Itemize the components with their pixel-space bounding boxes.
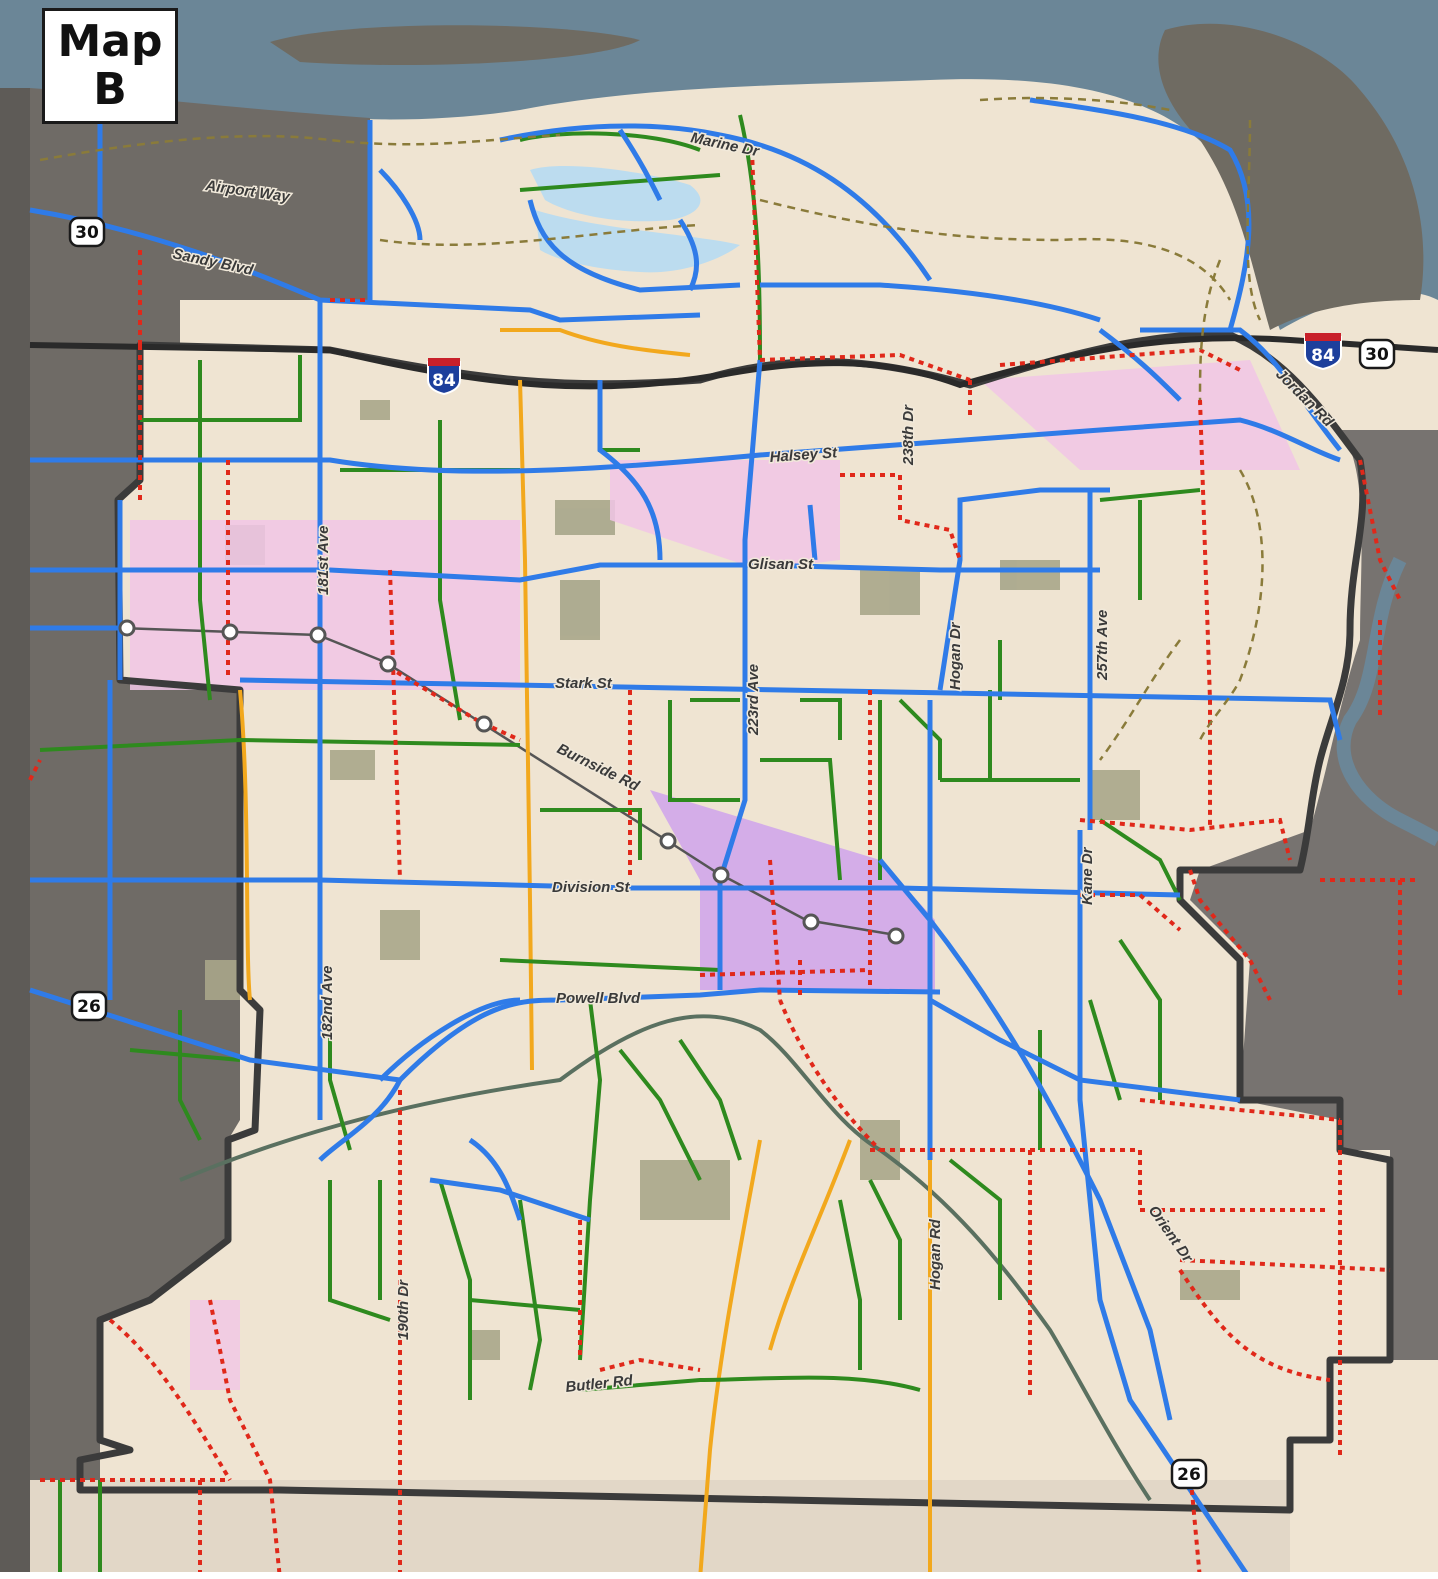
label-238th-dr: 238th Dr	[900, 404, 917, 466]
us30-shield-east: 30	[1358, 338, 1396, 370]
us26-highway	[179, 1014, 1152, 1502]
station[interactable]	[712, 866, 730, 884]
outside-area-west	[30, 88, 370, 1480]
bottom-border	[0, 1572, 1438, 1579]
label-190th-dr: 190th Dr	[395, 1279, 412, 1340]
station[interactable]	[379, 655, 397, 673]
label-kane-dr: Kane Dr	[1079, 846, 1096, 905]
svg-text:26: 26	[77, 997, 101, 1017]
us26-shield-west: 26	[70, 990, 108, 1022]
label-hogan-rd: Hogan Rd	[927, 1218, 944, 1290]
station[interactable]	[118, 619, 136, 637]
label-glisan-st: Glisan St	[748, 556, 814, 573]
island	[1158, 23, 1424, 330]
rockwood-center	[610, 460, 840, 570]
label-182nd-ave: 182nd Ave	[319, 966, 336, 1040]
blue-routes	[29, 97, 1343, 1579]
svg-text:30: 30	[1365, 345, 1389, 365]
i84-shield-east: 84	[1304, 333, 1342, 371]
island	[270, 25, 640, 66]
label-hogan-dr: Hogan Dr	[947, 621, 964, 690]
map-title-box: Map B	[42, 8, 178, 124]
label-powell-blvd: Powell Blvd	[556, 990, 641, 1007]
i84-shield-center: 84	[427, 358, 461, 396]
pleasant-valley-center	[190, 1300, 240, 1390]
us30-shield-west: 30	[68, 216, 106, 248]
svg-text:84: 84	[1311, 346, 1335, 366]
label-181st-ave: 181st Ave	[315, 526, 332, 596]
outside-area-far-west	[0, 88, 30, 1579]
trails	[39, 96, 1264, 761]
map-title-line2: B	[93, 64, 127, 115]
svg-text:26: 26	[1177, 1465, 1201, 1485]
station[interactable]	[887, 927, 905, 945]
station[interactable]	[659, 832, 677, 850]
station[interactable]	[475, 715, 493, 733]
label-division-st: Division St	[552, 879, 631, 896]
station[interactable]	[221, 623, 239, 641]
fairview-lake	[535, 210, 740, 273]
us26-shield-east: 26	[1170, 1458, 1208, 1490]
sandy-river	[1336, 556, 1438, 847]
columbia-river	[0, 0, 1438, 330]
label-257th-ave: 257th Ave	[1094, 610, 1111, 681]
max-light-rail	[119, 626, 891, 936]
lrt-stations	[118, 619, 905, 945]
station[interactable]	[802, 913, 820, 931]
label-223rd-ave: 223rd Ave	[745, 664, 762, 736]
station[interactable]	[309, 626, 327, 644]
label-stark-st: Stark St	[555, 675, 613, 692]
svg-text:30: 30	[75, 223, 99, 243]
map-title-line1: Map	[57, 16, 163, 67]
proposed-routes	[28, 149, 1420, 1579]
halsey-center	[980, 360, 1300, 470]
svg-text:84: 84	[432, 371, 456, 391]
